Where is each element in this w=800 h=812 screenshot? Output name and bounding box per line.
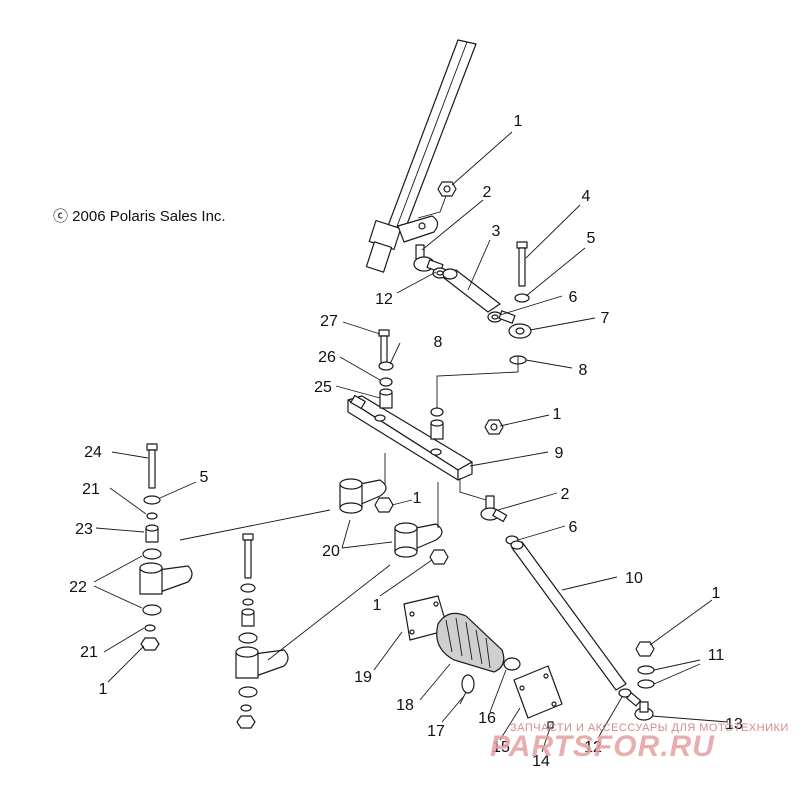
nut-part bbox=[429, 549, 449, 565]
jam-nut-part bbox=[432, 267, 448, 279]
callout-label: 26 bbox=[318, 349, 336, 366]
tube-part bbox=[442, 268, 501, 313]
callout-label: 14 bbox=[532, 753, 550, 770]
tie-rod-end-part bbox=[626, 692, 654, 721]
callout-label: 12 bbox=[375, 291, 393, 308]
callout-label: 7 bbox=[601, 310, 610, 327]
callout-label: 1 bbox=[373, 597, 382, 614]
callout-label: 5 bbox=[200, 469, 209, 486]
callout-label: 24 bbox=[84, 444, 102, 461]
nut-part bbox=[140, 637, 160, 651]
jam-nut-part bbox=[487, 311, 503, 323]
pitman-arm-part bbox=[394, 522, 443, 558]
screw-part bbox=[547, 721, 554, 729]
nut-part bbox=[146, 512, 158, 520]
callout-label: 1 bbox=[514, 113, 523, 130]
callout-label: 4 bbox=[582, 188, 591, 205]
callout-label: 16 bbox=[478, 710, 496, 727]
bushing-part bbox=[430, 419, 444, 440]
bearing-part bbox=[238, 686, 258, 698]
o-ring-part bbox=[430, 407, 444, 417]
callout-label: 6 bbox=[569, 519, 578, 536]
idler-arm-part bbox=[139, 562, 193, 595]
bushing-part bbox=[379, 388, 393, 409]
steering-bar bbox=[347, 394, 473, 481]
callout-label: 21 bbox=[82, 481, 100, 498]
bushing-part bbox=[241, 608, 255, 627]
watermark-tagline: ЗАПЧАСТИ И АКСЕССУАРЫ ДЛЯ МОТОТЕХНИКИ bbox=[510, 722, 789, 734]
nut-part bbox=[374, 497, 394, 513]
washer-part bbox=[637, 665, 655, 675]
callout-label: 20 bbox=[322, 543, 340, 560]
bearing-part bbox=[142, 604, 162, 616]
leader-lines bbox=[93, 131, 729, 753]
nut-part bbox=[635, 641, 655, 657]
callout-label: 17 bbox=[427, 723, 445, 740]
callout-label: 2 bbox=[561, 486, 570, 503]
callout-label: 25 bbox=[314, 379, 332, 396]
callout-label: 13 bbox=[725, 716, 743, 733]
clamp-part bbox=[459, 674, 475, 705]
callout-label: 1 bbox=[553, 406, 562, 423]
watermark: ЗАПЧАСТИ И АКСЕССУАРЫ ДЛЯ МОТОТЕХНИКИ PA… bbox=[490, 722, 789, 763]
callout-labels: 1 2 3 4 5 6 7 8 8 12 27 26 25 1 9 2 6 10… bbox=[69, 113, 743, 770]
callout-label: 8 bbox=[434, 334, 443, 351]
tie-rod-part bbox=[510, 540, 627, 691]
washer-part bbox=[637, 679, 655, 689]
tie-rod-end-part bbox=[413, 244, 444, 273]
gasket-plate-part bbox=[513, 665, 563, 719]
nut-part bbox=[236, 715, 256, 729]
callout-label: 12 bbox=[584, 739, 602, 756]
steering-column bbox=[365, 39, 477, 273]
idler-arm-part bbox=[235, 646, 289, 679]
callout-label: 19 bbox=[354, 669, 372, 686]
nut-part bbox=[437, 181, 457, 197]
nut-part bbox=[240, 704, 252, 712]
callout-label: 15 bbox=[492, 739, 510, 756]
steering-boot-part bbox=[436, 612, 505, 673]
bushing-part bbox=[145, 524, 159, 543]
callout-label: 1 bbox=[413, 490, 422, 507]
washer-part bbox=[378, 361, 394, 371]
callout-label: 10 bbox=[625, 570, 643, 587]
callout-label: 8 bbox=[579, 362, 588, 379]
callout-label: 21 bbox=[80, 644, 98, 661]
bolt-part bbox=[516, 241, 528, 287]
bushing-part bbox=[503, 657, 521, 671]
callout-label: 11 bbox=[708, 647, 725, 664]
watermark-brand: PARTSFOR.RU bbox=[490, 730, 715, 763]
callout-label: 3 bbox=[492, 223, 501, 240]
callout-label: 1 bbox=[712, 585, 721, 602]
bolt-part bbox=[146, 443, 158, 489]
bolt-part bbox=[242, 533, 254, 579]
bearing-part bbox=[238, 632, 258, 644]
bearing-part bbox=[142, 548, 162, 560]
rod-end-part bbox=[498, 310, 532, 339]
callout-label: 1 bbox=[99, 681, 108, 698]
callout-label: 9 bbox=[555, 445, 564, 462]
copyright-text: ⓒ 2006 Polaris Sales Inc. bbox=[53, 208, 226, 225]
callout-label: 18 bbox=[396, 697, 414, 714]
callout-label: 22 bbox=[69, 579, 87, 596]
nut-part bbox=[484, 419, 504, 435]
washer-part bbox=[240, 583, 256, 593]
tie-rod-end-part bbox=[480, 495, 508, 523]
callout-label: 2 bbox=[483, 184, 492, 201]
washer-part bbox=[143, 495, 161, 505]
pitman-arm-part bbox=[339, 478, 387, 514]
o-ring-part bbox=[379, 377, 393, 387]
nut-part bbox=[242, 598, 254, 606]
callout-label: 27 bbox=[320, 313, 338, 330]
washer-part bbox=[514, 293, 530, 303]
callout-label: 5 bbox=[587, 230, 596, 247]
callout-label: 23 bbox=[75, 521, 93, 538]
bolt-part bbox=[378, 329, 390, 365]
nut-part bbox=[144, 624, 156, 632]
callout-label: 6 bbox=[569, 289, 578, 306]
